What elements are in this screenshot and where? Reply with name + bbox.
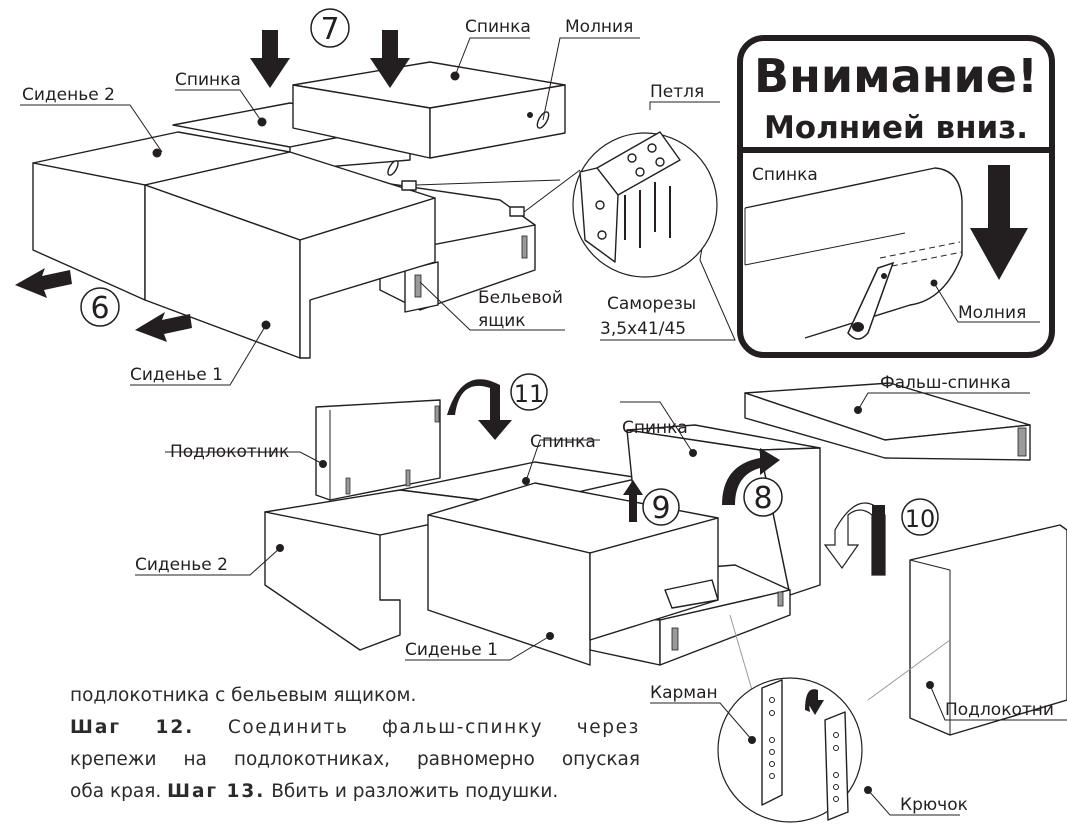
top-assembly: 7 6	[15, 8, 736, 386]
label-armrest-left: Подлокотник	[170, 442, 289, 462]
label-screws-size: 3,5х41/45	[600, 319, 686, 339]
step-number-9: 9	[651, 491, 670, 526]
warning-box: Внимание! Молнией вниз. Молния Спинка	[737, 35, 1055, 358]
label-pocket: Карман	[650, 683, 718, 703]
label-seat-1-top: Сиденье 1	[130, 365, 223, 385]
label-back-standing: Спинка	[622, 418, 688, 438]
warning-title: Внимание!	[754, 49, 1038, 103]
seat1-side-face	[299, 197, 436, 359]
label-hook: Крючок	[900, 795, 968, 815]
label-seat-1-bottom: Сиденье 1	[405, 640, 498, 660]
instruction-line-2: Шаг 12. Соединить фальш-спинку через	[70, 712, 640, 744]
label-false-back: Фальш-спинка	[880, 373, 1011, 393]
label-back-top: Спинка	[465, 17, 531, 37]
step-12-label: Шаг 12.	[70, 717, 195, 738]
right-armrest	[909, 524, 1067, 736]
down-arrow-icon	[970, 165, 1028, 280]
rotate-arrow-icon	[447, 379, 886, 576]
label-seat-2-bottom: Сиденье 2	[135, 555, 228, 575]
seat2b-front	[264, 511, 401, 651]
step-13-label: Шаг 13.	[167, 781, 266, 802]
warning-subtitle: Молнией вниз.	[764, 110, 1028, 146]
storage-bottom-side	[659, 589, 791, 666]
label-storage-2: ящик	[478, 311, 526, 331]
label-back-mid: Спинка	[530, 432, 596, 452]
instruction-text: подлокотника с бельевым ящиком. Шаг 12. …	[70, 680, 640, 808]
hook-detail	[650, 677, 960, 823]
down-arrow-icon	[250, 30, 410, 88]
step-12-text: Соединить фальш-спинку через	[194, 717, 640, 738]
line-4-start: оба края.	[70, 781, 168, 802]
label-hinge: Петля	[650, 82, 704, 102]
line-4-end: Вбить и разложить подушки.	[265, 781, 559, 802]
label-seat-2-top: Сиденье 2	[22, 85, 115, 105]
warning-label-zipper: Молния	[958, 303, 1026, 323]
hinge-detail	[572, 131, 718, 278]
instruction-line-3: крепежи на подлокотниках, равномерно опу…	[70, 749, 640, 770]
step-number-6: 6	[90, 291, 109, 326]
label-armrest-right: Подлокотни	[945, 700, 1054, 720]
bottom-assembly: 11 9 8 10	[135, 373, 1067, 823]
label-storage-1: Бельевой	[478, 288, 563, 308]
false-back-front	[744, 392, 1031, 461]
label-back-top-left: Спинка	[175, 70, 241, 90]
step-number-10: 10	[905, 505, 936, 533]
label-zipper-top: Молния	[565, 17, 633, 37]
up-arrow-icon	[623, 480, 643, 522]
step-number-11: 11	[514, 380, 545, 408]
zipper-pull-icon	[847, 261, 895, 340]
step-number-7: 7	[320, 12, 339, 47]
seat1b-front	[427, 514, 591, 666]
left-arrow-icon	[15, 268, 192, 342]
instruction-line-4: оба края. Шаг 13. Вбить и разложить поду…	[70, 776, 640, 808]
warning-label-back: Спинка	[752, 165, 818, 185]
instruction-line-1: подлокотника с бельевым ящиком.	[70, 685, 417, 706]
label-screws: Саморезы	[607, 294, 696, 314]
floating-back-side	[429, 84, 566, 159]
step-number-8: 8	[753, 481, 772, 516]
